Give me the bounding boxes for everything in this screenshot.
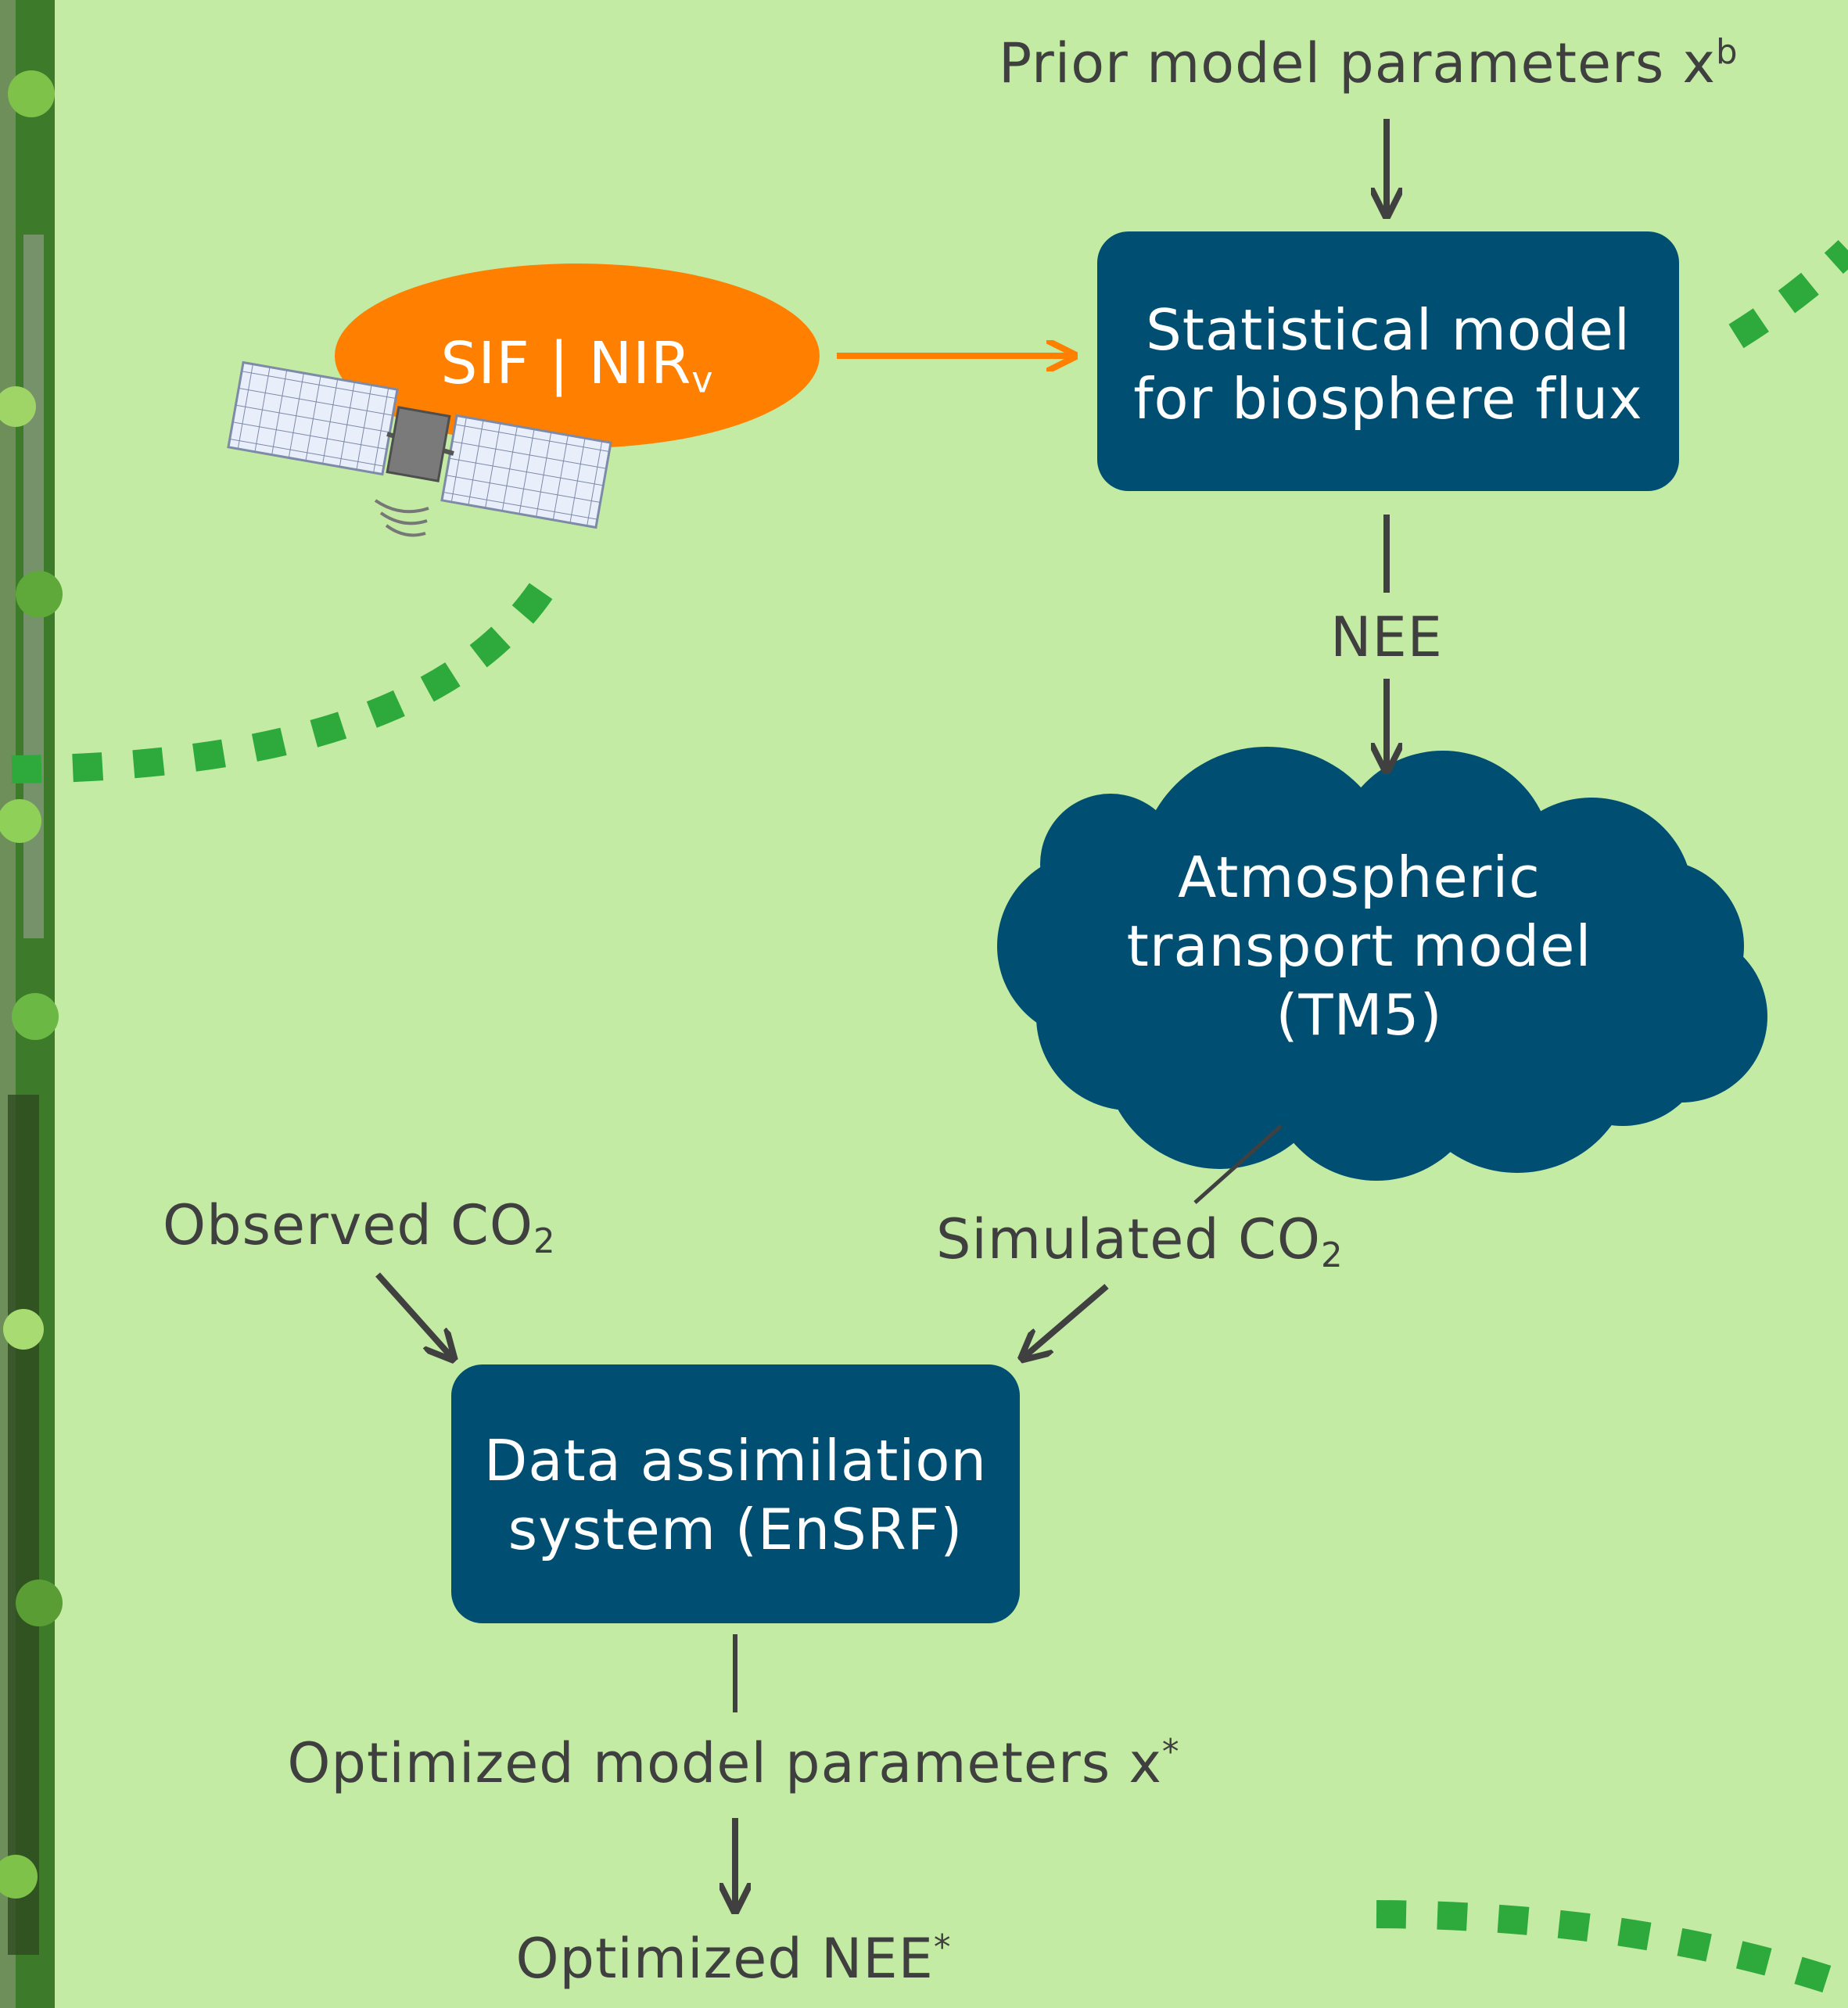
optimized-parameters-label: Optimized model parameters x* [287, 1731, 1180, 1795]
decorative-dash-curve-bottom-right [1376, 1900, 1848, 2000]
statistical-model-label: Statistical model for biosphere flux [1133, 297, 1643, 432]
nee-label: NEE [1330, 605, 1443, 669]
connector-transport-to-simulated [1193, 1124, 1283, 1204]
transport-model-cloud [997, 747, 1767, 1181]
decorative-dash-curve-top-right [1728, 239, 1848, 349]
satellite-icon [227, 360, 612, 537]
simulated-co2-label: Simulated CO2 [936, 1207, 1344, 1275]
prior-parameters-label: Prior model parameters xb [999, 31, 1739, 95]
assimilation-label: Data assimilation system (EnSRF) [483, 1428, 988, 1562]
arrow-observed-to-assimilation [375, 1272, 451, 1357]
observed-co2-label: Observed CO2 [163, 1193, 556, 1261]
sif-nirv-label: SIF | NIRv [440, 330, 714, 401]
sif-nirv-ellipse [335, 264, 820, 448]
assimilation-box [451, 1364, 1020, 1623]
forest-strip [0, 0, 63, 2008]
optimized-nee-label: Optimized NEE* [515, 1927, 952, 1991]
statistical-model-box [1097, 231, 1679, 491]
transport-model-label: Atmospheric transport model (TM5) [1126, 844, 1592, 1048]
arrow-simulated-to-assimilation [1024, 1283, 1109, 1357]
